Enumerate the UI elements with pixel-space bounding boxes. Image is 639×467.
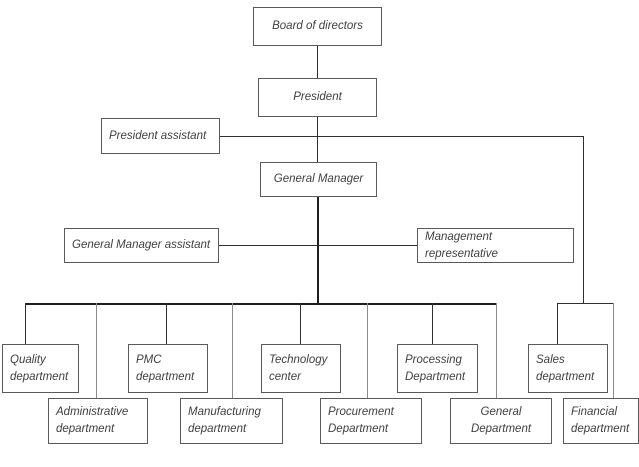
connector-general-manager-trunk (317, 196, 319, 304)
node-quality-department[interactable]: Quality department (2, 344, 79, 393)
node-procurement-department-label: Procurement Department (328, 406, 394, 435)
node-general-department[interactable]: General Department (450, 398, 552, 444)
node-president[interactable]: President (258, 78, 377, 117)
node-quality-department-label: Quality department (10, 353, 69, 383)
node-financial-department-label: Financial department (571, 406, 630, 435)
node-pmc-department-label: PMC department (136, 353, 195, 383)
node-general-manager-assistant-label: General Manager assistant (72, 239, 211, 251)
connector-drop-manufacturing (232, 303, 233, 398)
node-manufacturing-department-label: Manufacturing department (188, 406, 261, 435)
node-financial-department[interactable]: Financial department (563, 398, 639, 444)
connector-assistant-to-representative-horizontal (218, 245, 417, 246)
node-procurement-department[interactable]: Procurement Department (320, 398, 422, 444)
connector-drop-pmc (166, 303, 167, 344)
connector-president-assistant-horizontal (220, 136, 584, 137)
connector-right-riser-vertical (583, 136, 584, 303)
node-administrative-department[interactable]: Administrative department (48, 398, 148, 444)
connector-drop-procurement (367, 303, 368, 398)
node-general-department-label: General Department (470, 406, 532, 435)
connector-drop-technology (300, 303, 301, 344)
connector-right-distribution-bar (557, 303, 614, 304)
node-management-representative[interactable]: Management representative (417, 228, 574, 263)
node-president-assistant[interactable]: President assistant (101, 118, 220, 154)
connector-drop-sales (557, 303, 558, 344)
node-general-manager[interactable]: General Manager (260, 162, 377, 197)
connector-board-to-president (317, 46, 318, 78)
node-technology-center-label: Technology center (269, 353, 328, 383)
connector-president-to-general-manager (317, 117, 318, 162)
connector-main-distribution-bar (25, 303, 496, 305)
node-processing-department[interactable]: Processing Department (397, 344, 478, 393)
node-board-of-directors-label: Board of directors (272, 20, 363, 32)
connector-drop-quality (25, 303, 26, 344)
connector-drop-financial (613, 303, 614, 398)
connector-drop-administrative (96, 303, 97, 398)
node-board-of-directors[interactable]: Board of directors (253, 7, 382, 46)
node-technology-center[interactable]: Technology center (261, 344, 341, 393)
node-president-label: President (293, 91, 342, 103)
node-general-manager-assistant[interactable]: General Manager assistant (64, 228, 219, 263)
node-general-manager-label: General Manager (273, 173, 364, 185)
node-sales-department[interactable]: Sales department (528, 344, 608, 393)
node-management-representative-label: Management representative (425, 230, 498, 260)
node-administrative-department-label: Administrative department (56, 406, 129, 435)
node-pmc-department[interactable]: PMC department (128, 344, 208, 393)
node-processing-department-label: Processing Department (405, 353, 466, 383)
node-manufacturing-department[interactable]: Manufacturing department (180, 398, 283, 444)
node-president-assistant-label: President assistant (109, 129, 207, 142)
connector-drop-processing (432, 303, 433, 344)
node-sales-department-label: Sales department (536, 353, 595, 383)
connector-drop-general-department (496, 303, 497, 398)
